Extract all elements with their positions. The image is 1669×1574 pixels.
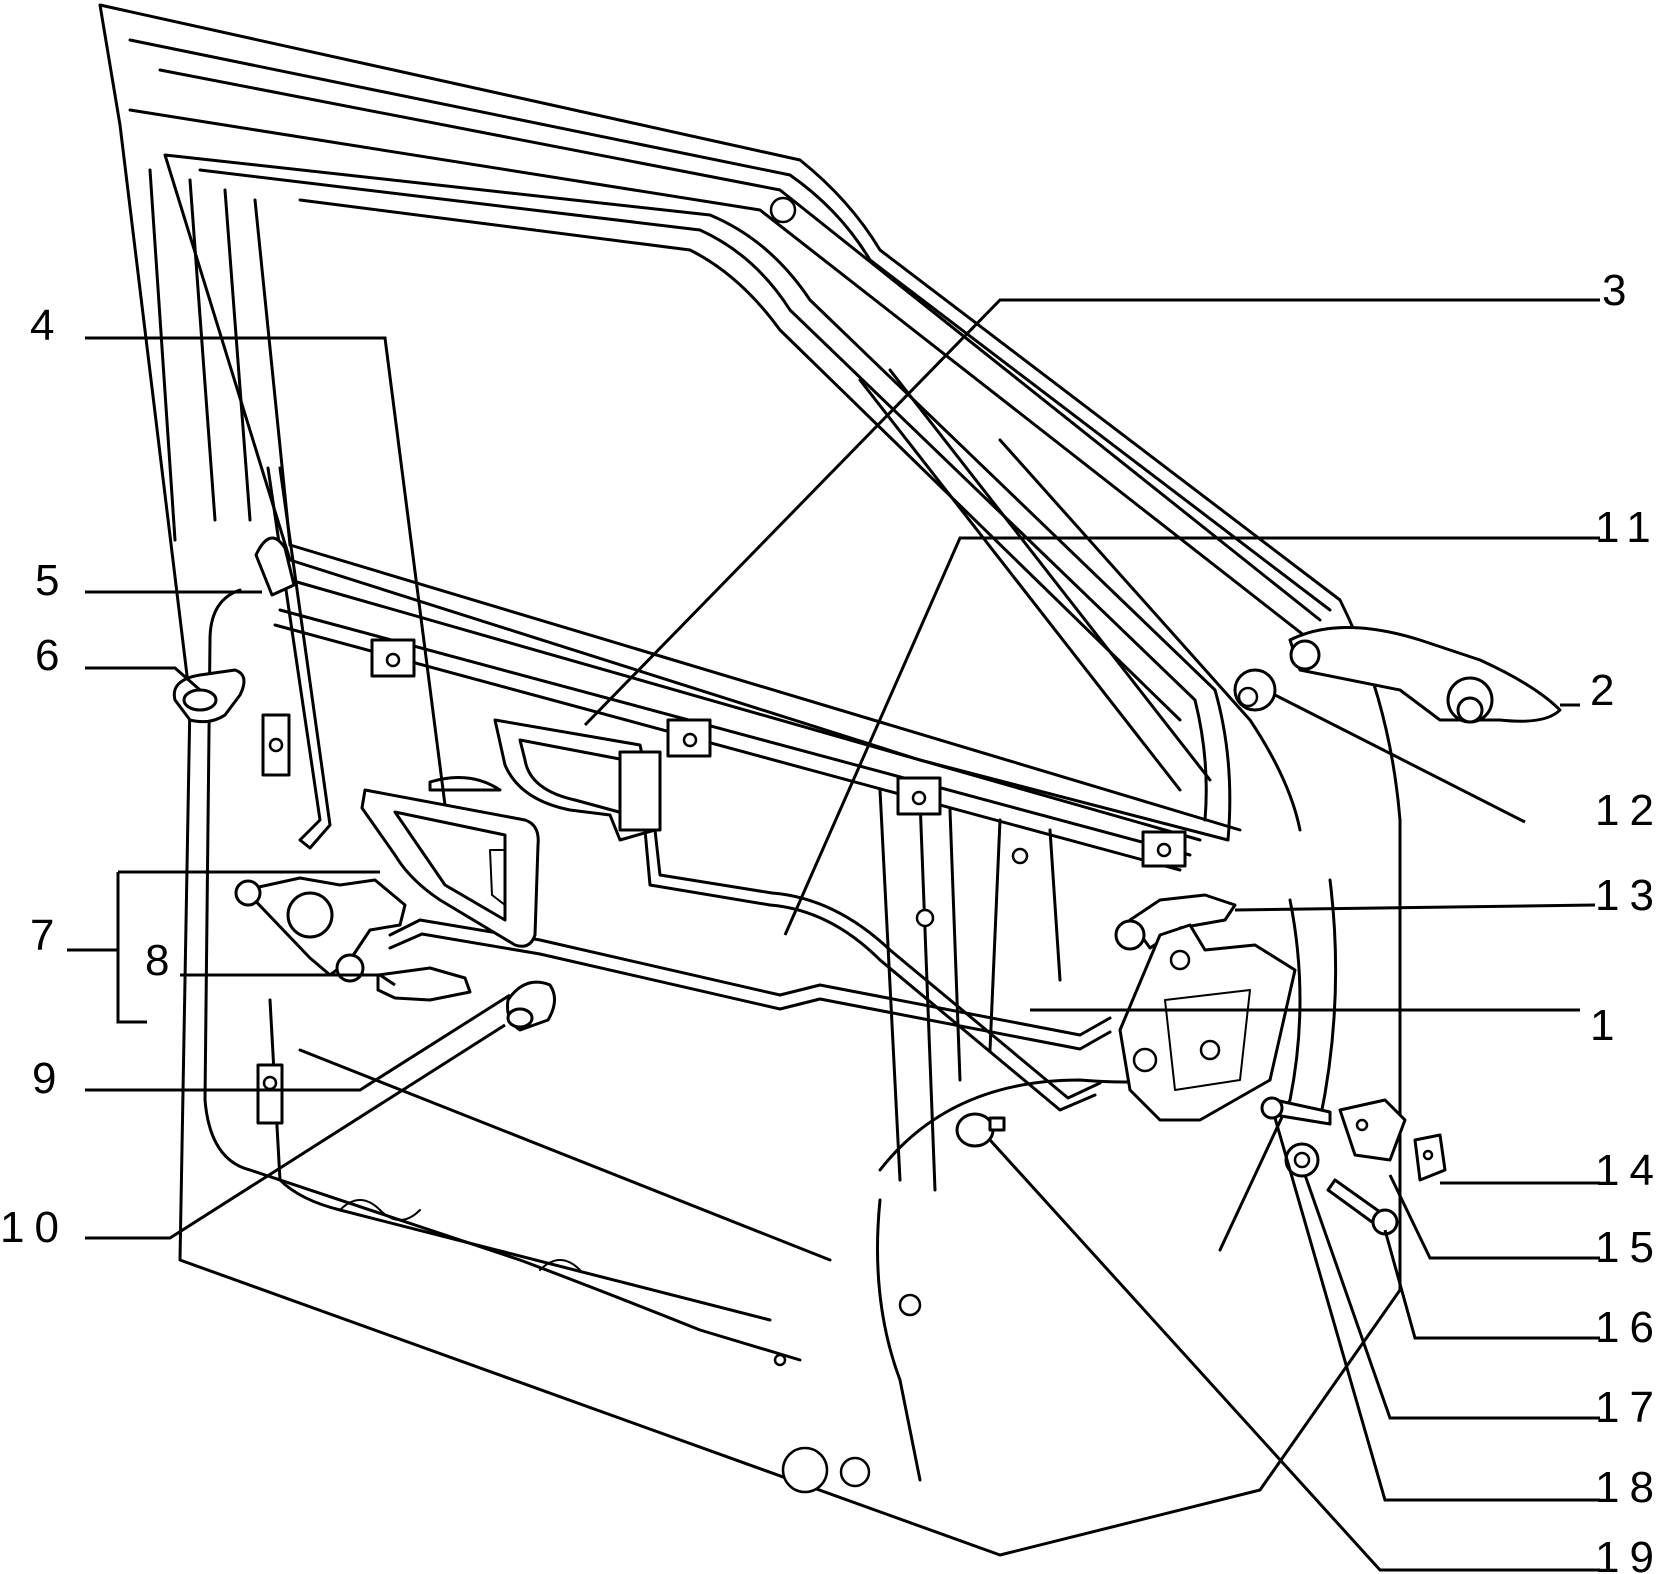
part-1-lock-mechanism [1118,923,1297,1122]
callout-2: 2 [1590,666,1624,715]
part-4-handle-escutcheon [360,776,540,948]
callout-8: 8 [145,936,179,985]
callout-4: 4 [30,301,64,350]
part-2-outer-handle [1288,626,1562,724]
callout-16: 16 [1595,1303,1664,1352]
callout-17: 17 [1595,1383,1664,1432]
linkage-rods [266,466,1112,1112]
door-shell [98,3,1402,1557]
callout-3: 3 [1602,266,1636,315]
part-12-bushing [1233,668,1277,712]
part-14-15-striker-plates [1338,1098,1447,1182]
part-9-10-clips [506,980,556,1032]
callout-10: 10 [0,1203,69,1252]
part-7-lock-lever-assembly [234,876,407,983]
callout-9: 9 [32,1054,66,1103]
leader-lines [67,298,1600,1572]
callout-13: 13 [1595,871,1664,920]
part-16-17-18-fasteners [1260,1096,1399,1236]
part-5-lock-button-rod [254,536,296,597]
callout-12: 12 [1595,786,1664,835]
callout-19: 19 [1595,1533,1664,1574]
part-8-clip [376,966,472,1002]
callout-7: 7 [30,911,64,960]
part-6-lock-knob [172,668,246,724]
callout-14: 14 [1595,1146,1664,1195]
callout-labels: 1 2 3 4 5 6 7 8 9 10 11 12 13 14 15 16 1… [0,266,1664,1574]
callout-1: 1 [1590,1001,1624,1050]
callout-15: 15 [1595,1223,1664,1272]
callout-18: 18 [1595,1463,1664,1512]
part-19-plug [955,1112,1006,1148]
callout-11: 11 [1595,503,1661,552]
part-3-inner-handle [493,718,662,842]
part-13-outer-link [1114,893,1237,951]
callout-5: 5 [35,556,69,605]
callout-6: 6 [35,631,69,680]
